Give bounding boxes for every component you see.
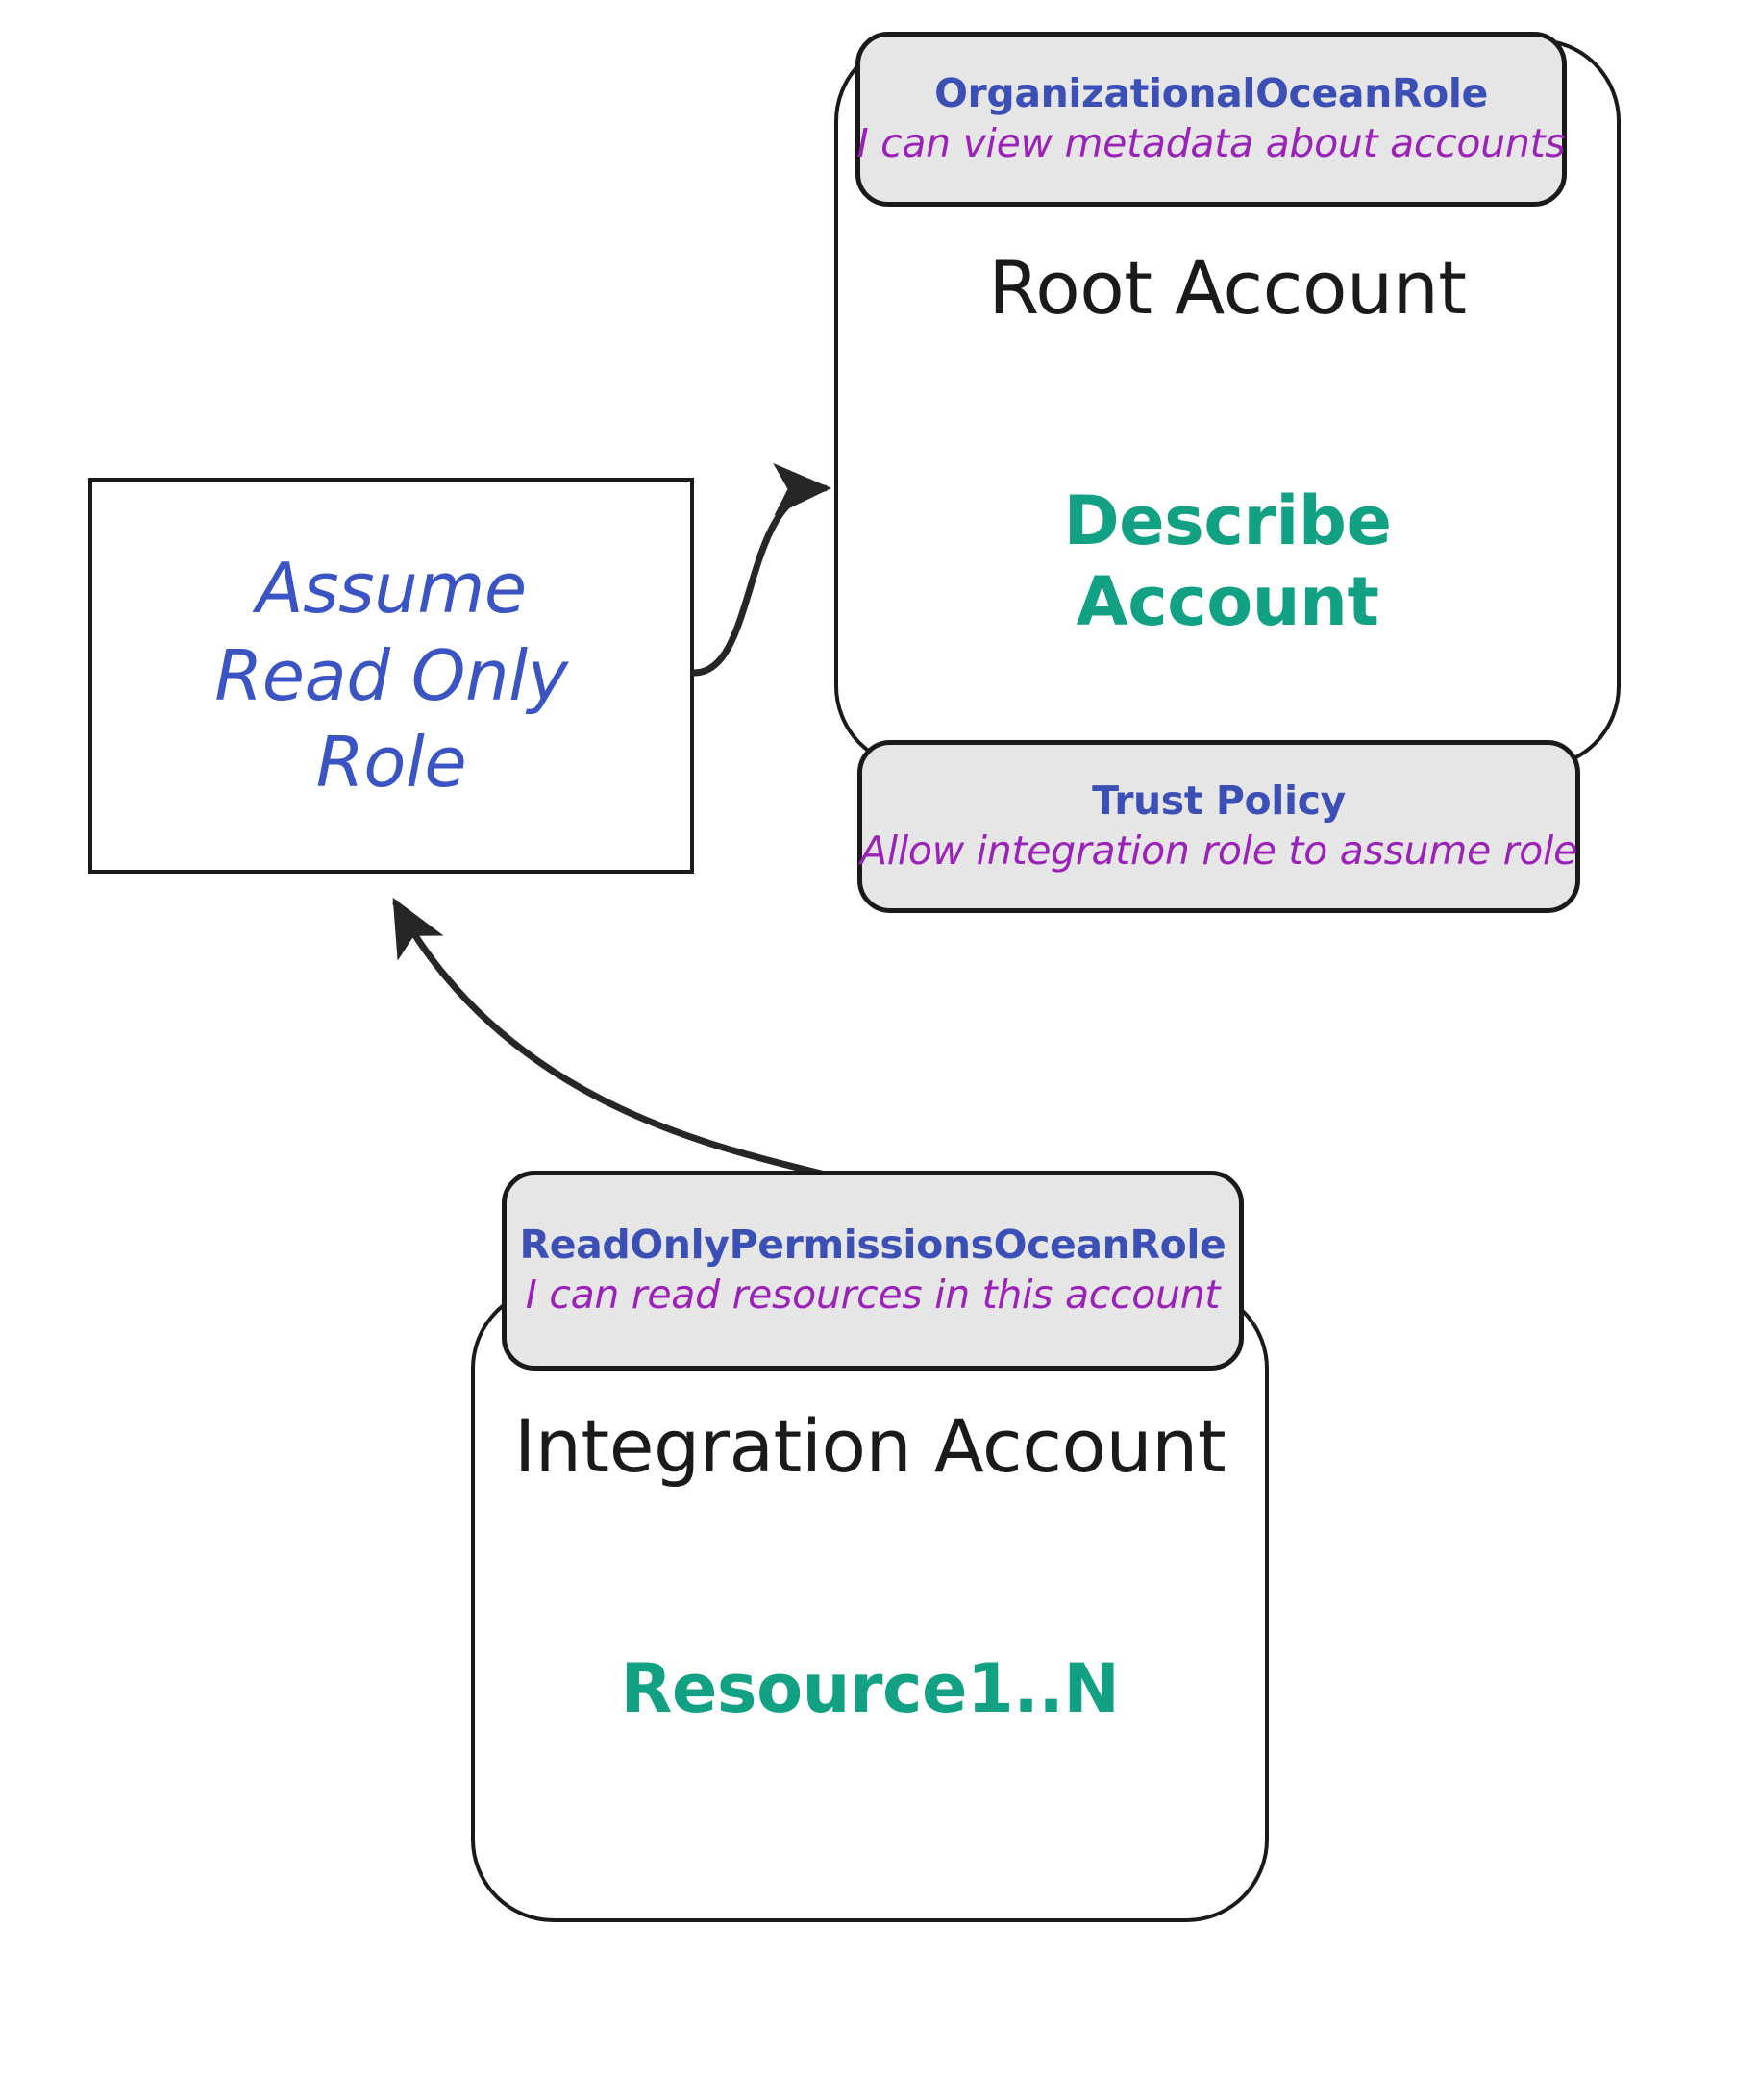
root-account-resource-label: Describe Account <box>1063 482 1392 641</box>
note-trust-policy-description: Allow integration role to assume role <box>860 828 1577 874</box>
note-organizational-ocean-role[interactable]: OrganizationalOceanRole I can view metad… <box>855 32 1567 207</box>
note-read-only-permissions-ocean-role-description: I can read resources in this account <box>525 1272 1221 1318</box>
assume-read-only-role-box[interactable]: Assume Read Only Role <box>88 478 694 874</box>
root-account-label: Root Account <box>988 245 1467 331</box>
note-read-only-permissions-ocean-role-title: ReadOnlyPermissionsOceanRole <box>519 1222 1226 1269</box>
assume-read-only-role-label: Assume Read Only Role <box>214 547 568 803</box>
note-organizational-ocean-role-description: I can view metadata about accounts <box>856 120 1566 166</box>
note-trust-policy[interactable]: Trust Policy Allow integration role to a… <box>857 740 1580 913</box>
edge-integration-account-to-assume-role <box>392 897 898 1203</box>
note-organizational-ocean-role-title: OrganizationalOceanRole <box>934 70 1488 117</box>
integration-account-resource-label: Resource1..N <box>620 1649 1120 1728</box>
integration-account-label: Integration Account <box>513 1403 1226 1489</box>
note-trust-policy-title: Trust Policy <box>1092 778 1346 825</box>
integration-account-container[interactable] <box>471 1286 1269 1922</box>
edge-assume-role-to-root-account <box>690 463 831 677</box>
note-read-only-permissions-ocean-role[interactable]: ReadOnlyPermissionsOceanRole I can read … <box>502 1171 1244 1371</box>
